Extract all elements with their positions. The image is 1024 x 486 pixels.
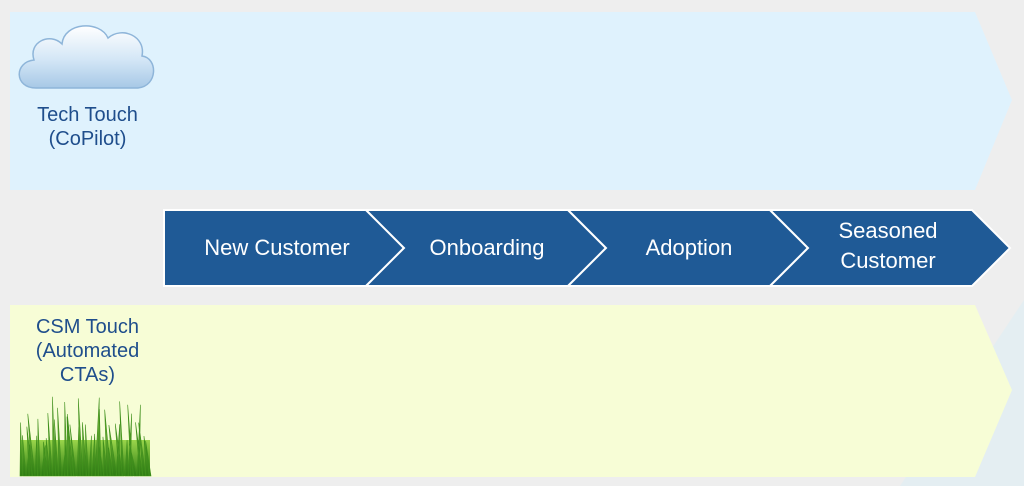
csm-touch-line1: CSM Touch bbox=[35, 316, 139, 338]
csm-touch-line3: CTAs) bbox=[59, 364, 116, 386]
step-label-onboarding: Onboarding bbox=[384, 210, 590, 286]
tech-touch-band bbox=[10, 12, 1012, 190]
step-label-line1: Onboarding bbox=[429, 235, 545, 260]
tech-touch-line1: Tech Touch bbox=[37, 104, 138, 126]
csm-touch-band bbox=[10, 305, 1012, 477]
grass-icon bbox=[19, 396, 152, 477]
step-label-line1: New Customer bbox=[204, 235, 350, 260]
csm-touch-label: CSM Touch (Automated CTAs) bbox=[10, 315, 165, 387]
step-label-seasoned-customer: Seasoned Customer bbox=[788, 208, 988, 284]
tech-touch-line2: (CoPilot) bbox=[48, 128, 127, 150]
step-label-line1: Adoption bbox=[645, 235, 733, 260]
csm-touch-line2: (Automated bbox=[35, 340, 140, 362]
tech-touch-label: Tech Touch (CoPilot) bbox=[10, 103, 165, 151]
step-label-new-customer: New Customer bbox=[172, 210, 382, 286]
journey-step-seasoned-customer bbox=[767, 209, 1012, 287]
step-label-line2: Customer bbox=[840, 248, 936, 273]
cloud-icon bbox=[18, 25, 155, 89]
step-label-adoption: Adoption bbox=[586, 210, 792, 286]
step-label-line1: Seasoned bbox=[838, 218, 938, 243]
